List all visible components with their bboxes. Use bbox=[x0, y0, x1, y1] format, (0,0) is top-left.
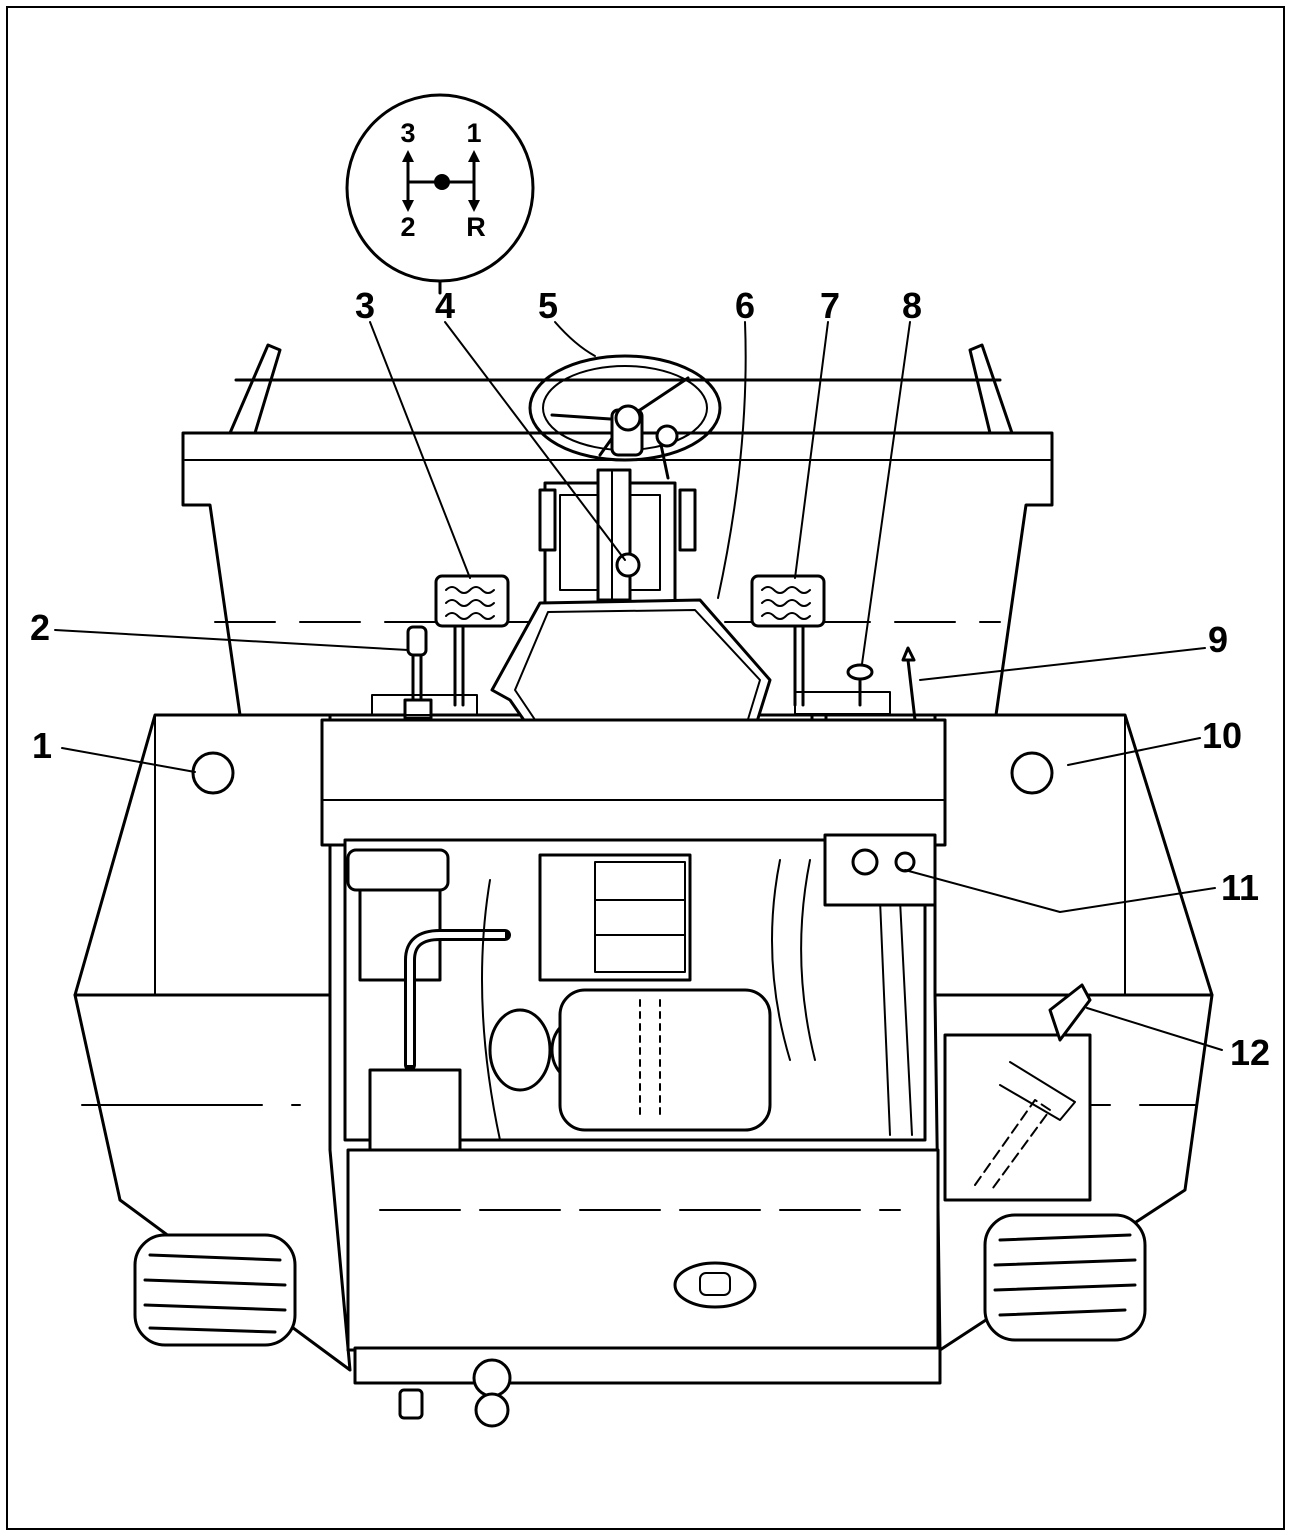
gear-label-1: 1 bbox=[466, 118, 481, 148]
pedals bbox=[434, 574, 826, 707]
gear-label-r: R bbox=[466, 212, 486, 242]
callout-9: 9 bbox=[1208, 619, 1228, 660]
right-tire bbox=[983, 1213, 1147, 1342]
left-filler-cap bbox=[191, 751, 235, 795]
callout-3: 3 bbox=[355, 285, 375, 326]
gear-shift-diagram: 3 1 2 R bbox=[345, 93, 535, 295]
right-filler-cap bbox=[1010, 751, 1054, 795]
callout-11: 11 bbox=[1221, 867, 1259, 908]
callout-6: 6 bbox=[735, 285, 755, 326]
front-cover bbox=[346, 1148, 942, 1428]
engine-block bbox=[538, 853, 692, 982]
callout-12: 12 bbox=[1230, 1032, 1270, 1073]
callout-2: 2 bbox=[30, 607, 50, 648]
switch-box bbox=[823, 833, 937, 907]
callout-5: 5 bbox=[538, 285, 558, 326]
gear-lever-knob bbox=[615, 552, 641, 578]
gear-label-3: 3 bbox=[400, 118, 415, 148]
callout-numbers: 1 2 3 4 5 6 7 8 9 10 11 12 bbox=[30, 285, 1270, 1073]
callout-4: 4 bbox=[435, 285, 455, 326]
callout-1: 1 bbox=[32, 725, 52, 766]
leader-lines bbox=[54, 321, 1223, 1051]
chassis bbox=[73, 713, 1214, 1372]
crank-holder bbox=[943, 983, 1092, 1202]
steering-wheel bbox=[528, 354, 722, 462]
gear-label-2: 2 bbox=[400, 212, 415, 242]
callout-8: 8 bbox=[902, 285, 922, 326]
steering-assembly bbox=[528, 354, 722, 605]
callout-10: 10 bbox=[1202, 715, 1242, 756]
callout-7: 7 bbox=[820, 285, 840, 326]
hand-lever bbox=[371, 625, 478, 720]
left-tire bbox=[133, 1233, 297, 1347]
fuel-filter bbox=[346, 848, 450, 892]
air-filter bbox=[558, 988, 772, 1132]
